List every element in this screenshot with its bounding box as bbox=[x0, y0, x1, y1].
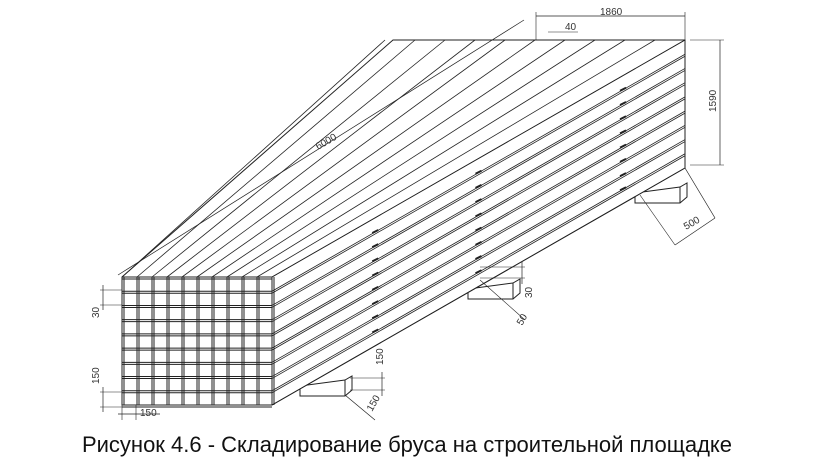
dim-line-support bbox=[674, 217, 716, 246]
spacer-mark bbox=[371, 229, 379, 234]
spacer-mark bbox=[619, 186, 627, 192]
spacer-mark bbox=[619, 129, 627, 135]
beam-top-edge bbox=[166, 39, 476, 278]
dim-beam-height: 150 bbox=[91, 367, 102, 384]
dim-spacer-width: 50 bbox=[515, 312, 530, 328]
dim-height: 1590 bbox=[708, 89, 719, 112]
figure-caption: Рисунок 4.6 - Складирование бруса на стр… bbox=[81, 432, 733, 457]
dim-row-gap: 30 bbox=[91, 306, 102, 318]
dim-support-width: 150 bbox=[365, 393, 383, 413]
spacer-mark bbox=[475, 269, 482, 275]
beam-top-edge bbox=[181, 39, 506, 278]
spacer-edge bbox=[271, 126, 686, 365]
timber-stack-drawing: 6000 1860 40 1590 500 30 50 30 150 150 1… bbox=[91, 7, 724, 421]
spacer-mark bbox=[475, 198, 482, 204]
dim-support-height: 150 bbox=[375, 348, 386, 365]
spacer-mark bbox=[475, 255, 482, 260]
spacer-mark bbox=[475, 226, 482, 232]
spacer-mark bbox=[475, 212, 482, 218]
spacer-mark bbox=[619, 143, 627, 149]
spacer-mark bbox=[371, 271, 379, 277]
spacer-mark bbox=[371, 243, 379, 249]
beam-top-edge bbox=[196, 39, 536, 278]
beam-side-edge bbox=[271, 167, 686, 406]
dim-support-spacing: 500 bbox=[682, 215, 702, 233]
spacer-edge bbox=[271, 141, 686, 379]
spacer-mark bbox=[371, 300, 379, 305]
beam-top-edge bbox=[256, 39, 656, 278]
spacer-edge bbox=[271, 70, 686, 308]
dim-line-length bbox=[117, 19, 525, 276]
beam-top-edge bbox=[226, 39, 596, 278]
spacer-mark bbox=[475, 169, 482, 175]
spacer-mark bbox=[371, 285, 379, 291]
spacer-mark bbox=[475, 184, 482, 189]
dim-width: 1860 bbox=[600, 7, 623, 18]
spacer-mark bbox=[619, 86, 627, 92]
ext bbox=[639, 194, 676, 246]
spacer-mark bbox=[619, 157, 627, 163]
spacer-edge bbox=[271, 112, 686, 351]
spacer-edge bbox=[271, 84, 686, 323]
dim-beam-width: 150 bbox=[140, 408, 157, 419]
dim-gap: 40 bbox=[565, 22, 577, 33]
spacer-mark bbox=[371, 328, 379, 334]
beam-top-edge bbox=[241, 39, 626, 278]
beam-top-edge bbox=[151, 39, 446, 278]
beam-side-edge bbox=[271, 39, 686, 278]
spacer-edge bbox=[271, 98, 686, 337]
spacer-mark bbox=[619, 101, 627, 106]
dim-spacer-thickness: 30 bbox=[524, 286, 535, 298]
dim-line-support bbox=[684, 167, 716, 219]
beam-top-edge bbox=[121, 39, 386, 278]
spacer-mark bbox=[619, 115, 627, 121]
beam-top-edge bbox=[211, 39, 566, 278]
dim-line-support-w bbox=[344, 394, 376, 421]
spacer-edge bbox=[271, 55, 686, 294]
beam-top-edge bbox=[136, 39, 416, 278]
spacer-mark bbox=[619, 172, 627, 177]
dim-line-spacer-w bbox=[479, 279, 526, 321]
spacer-edge bbox=[271, 155, 686, 394]
spacer-mark bbox=[475, 240, 482, 246]
spacer-mark bbox=[371, 314, 379, 320]
spacer-mark bbox=[371, 257, 379, 263]
